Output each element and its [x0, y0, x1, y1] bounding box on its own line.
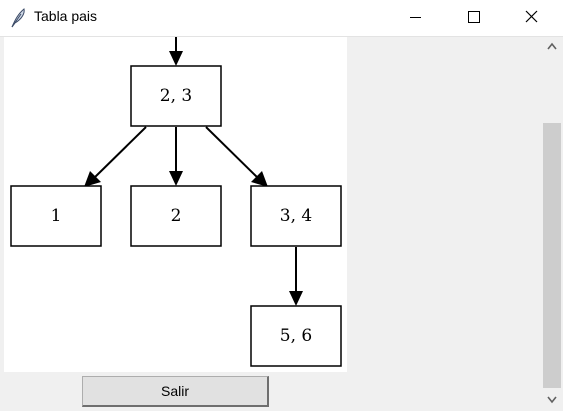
edge-root-left-head — [84, 171, 101, 187]
tree-node-middle: 2 — [130, 185, 222, 247]
tree-node-right: 3, 4 — [250, 185, 342, 247]
close-button[interactable] — [504, 0, 560, 36]
maximize-button[interactable] — [444, 0, 500, 36]
edge-right-rightchild-head — [289, 291, 303, 306]
title-bar[interactable]: Tabla pais — [0, 0, 563, 37]
vertical-scrollbar[interactable] — [541, 37, 563, 411]
window-title: Tabla pais — [34, 8, 98, 24]
scroll-up-button[interactable] — [541, 37, 563, 55]
tree-node-label: 2 — [171, 206, 182, 226]
tree-node-label: 5, 6 — [280, 326, 312, 346]
chevron-down-icon — [547, 396, 557, 404]
close-icon — [525, 10, 538, 23]
tree-node-root: 2, 3 — [130, 65, 222, 127]
minimize-button[interactable] — [388, 0, 444, 36]
exit-button[interactable]: Salir — [82, 376, 269, 407]
edge-incoming-root-head — [169, 51, 183, 66]
minimize-icon — [410, 17, 421, 18]
maximize-icon — [468, 11, 480, 23]
tree-canvas: 2, 3 1 2 3, 4 5, 6 — [4, 37, 347, 372]
chevron-up-icon — [547, 42, 557, 50]
edge-root-right — [205, 126, 261, 181]
tree-diagram: 2, 3 1 2 3, 4 5, 6 — [10, 37, 342, 367]
scroll-thumb[interactable] — [543, 123, 561, 388]
tree-node-right-child: 5, 6 — [250, 305, 342, 367]
edge-root-left — [91, 126, 147, 181]
scroll-down-button[interactable] — [541, 391, 563, 409]
edge-root-right-head — [251, 171, 268, 187]
edge-root-middle-head — [169, 171, 183, 186]
tree-node-label: 1 — [51, 206, 62, 226]
feather-icon — [9, 8, 27, 28]
tree-node-label: 3, 4 — [280, 206, 312, 226]
tree-node-label: 2, 3 — [160, 86, 192, 106]
tree-node-left: 1 — [10, 185, 102, 247]
